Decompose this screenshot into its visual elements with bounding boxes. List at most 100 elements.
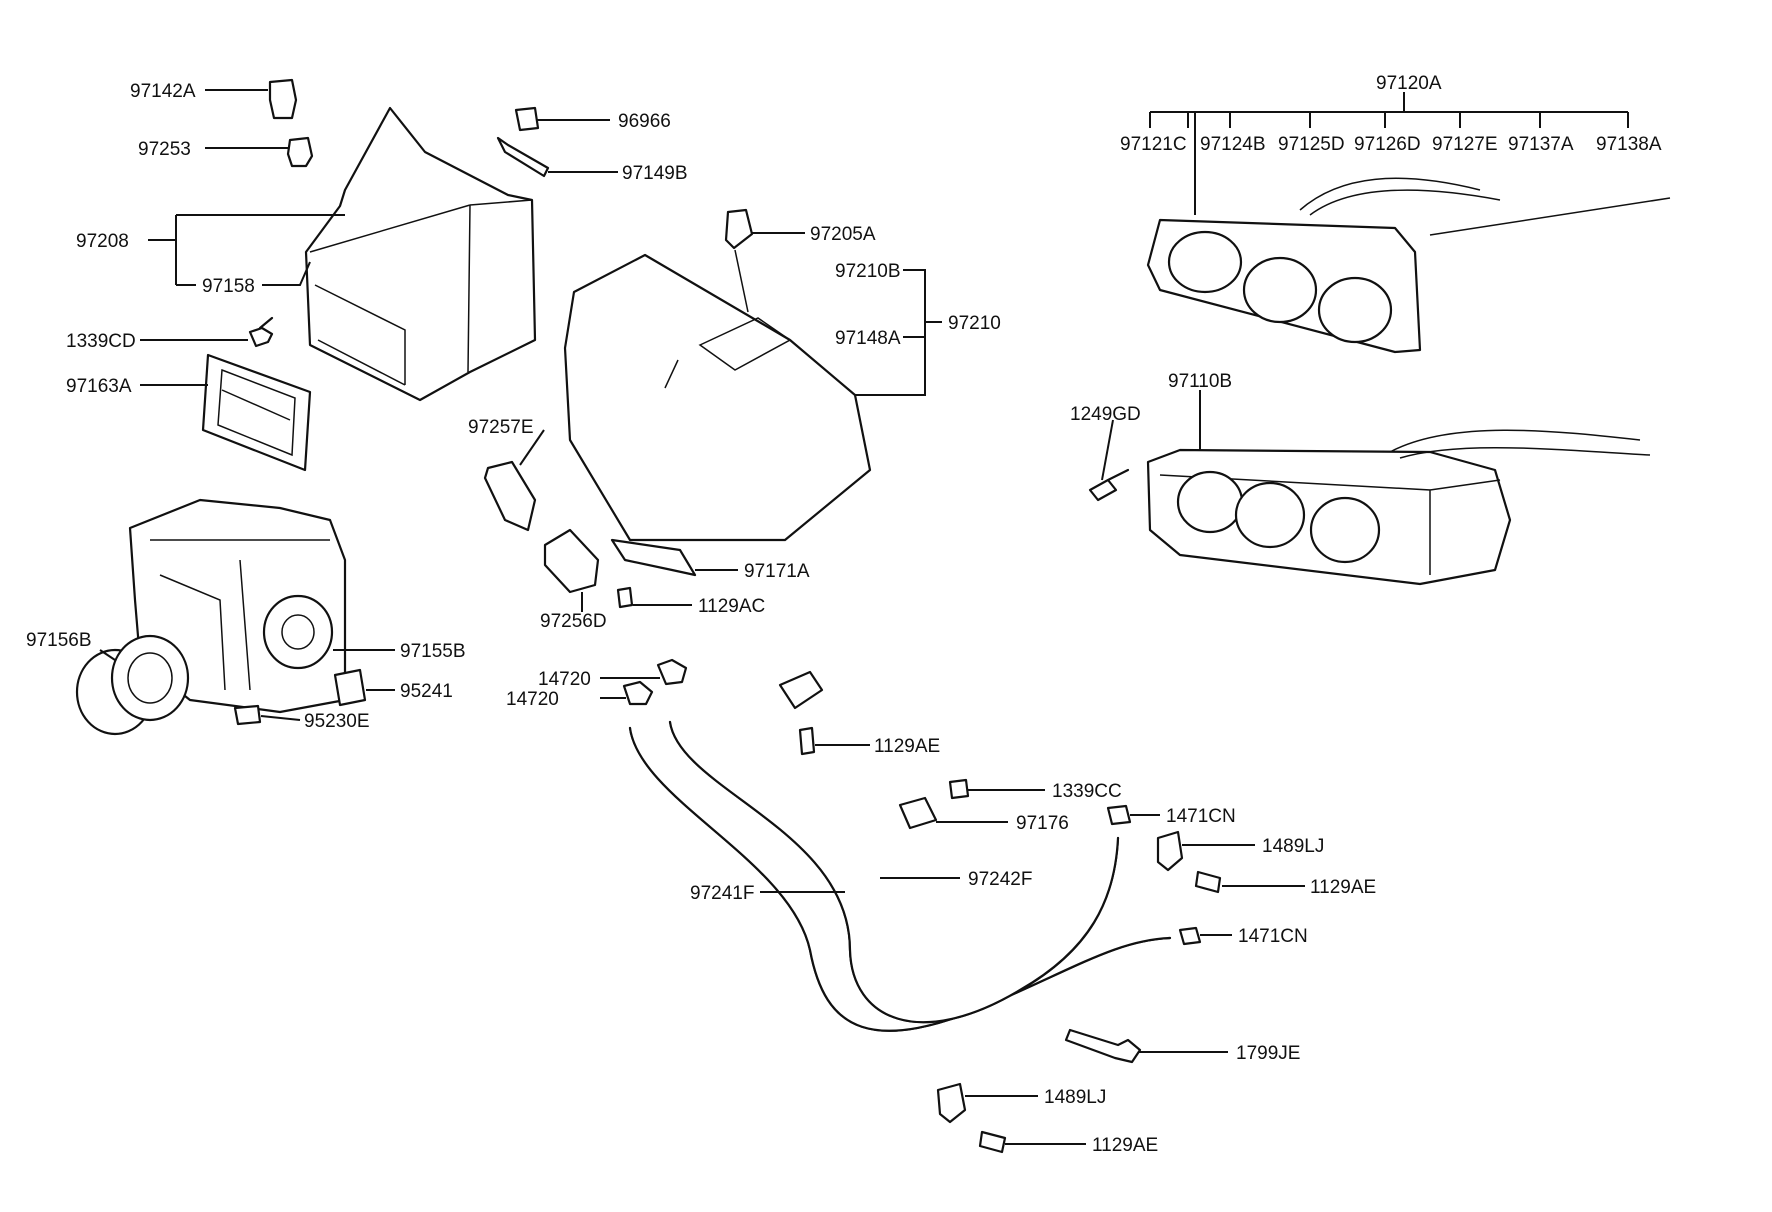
duct-details (664, 317, 792, 389)
clip-1489LJ-upper (1156, 830, 1184, 872)
label-1129AE-upper: 1129AE (874, 736, 940, 757)
control-cables (1299, 177, 1671, 236)
label-97210: 97210 (948, 313, 1001, 334)
cap-1129AE-upper (778, 670, 824, 710)
label-97155B: 97155B (400, 641, 466, 662)
label-97120A: 97120A (1376, 73, 1442, 94)
clamp-14720-lower (622, 680, 654, 706)
hose-97242F-fill (668, 720, 1120, 1024)
label-1339CD: 1339CD (66, 331, 136, 352)
screw-1129AE-mid (1194, 870, 1222, 894)
label-1799JE: 1799JE (1236, 1043, 1300, 1064)
screw-1129AE-upper (798, 726, 816, 756)
label-97158: 97158 (202, 276, 255, 297)
clip-96966 (514, 106, 540, 132)
rod-97149B (496, 136, 550, 178)
duct-group (483, 106, 872, 609)
blower-motor (262, 594, 334, 670)
label-97156B: 97156B (26, 630, 92, 651)
label-97125D: 97125D (1278, 134, 1345, 155)
label-97127E: 97127E (1432, 134, 1498, 155)
label-97208: 97208 (76, 231, 129, 252)
label-97163A: 97163A (66, 376, 132, 397)
knob-left (1167, 230, 1243, 294)
cap-97253 (286, 136, 314, 168)
connector-wire (734, 249, 749, 313)
label-97138A: 97138A (1596, 134, 1662, 155)
label-1339CC: 1339CC (1052, 781, 1122, 802)
leader-lines (99, 89, 1629, 1145)
label-95230E: 95230E (304, 711, 370, 732)
label-1489LJ-lower: 1489LJ (1044, 1087, 1106, 1108)
label-97124B: 97124B (1200, 134, 1266, 155)
controller-wiring (1389, 429, 1651, 459)
resistor-95241 (333, 668, 367, 707)
controller-button-center (1234, 481, 1306, 549)
label-97148A: 97148A (835, 328, 901, 349)
label-97257E: 97257E (468, 417, 534, 438)
label-97126D: 97126D (1354, 134, 1421, 155)
clamp-1471CN-upper (1106, 804, 1132, 826)
controller-button-left (1176, 470, 1244, 534)
label-1471CN-lower: 1471CN (1238, 926, 1308, 947)
label-97149B: 97149B (622, 163, 688, 184)
label-97176: 97176 (1016, 813, 1069, 834)
heater-case-group (75, 78, 537, 736)
label-97142A: 97142A (130, 81, 196, 102)
case-edges (309, 199, 533, 386)
label-1471CN-upper: 1471CN (1166, 806, 1236, 827)
blower-unit-details (150, 539, 330, 691)
control-group (1088, 177, 1671, 586)
clip-1489LJ-lower (936, 1082, 967, 1124)
label-97137A: 97137A (1508, 134, 1574, 155)
label-1489LJ-upper: 1489LJ (1262, 836, 1324, 857)
clamp-1471CN-lower (1178, 926, 1202, 946)
bracket-97176 (898, 796, 938, 830)
label-97205A: 97205A (810, 224, 876, 245)
label-97256D: 97256D (540, 611, 607, 632)
label-96966: 96966 (618, 111, 671, 132)
cap-97142A (268, 78, 298, 120)
clip-97171A (610, 538, 697, 577)
case-97208 (304, 106, 537, 402)
part-labels: 97142A 97253 97208 97158 1339CD 97163A 9… (26, 73, 1662, 1156)
label-14720-upper: 14720 (538, 669, 591, 690)
connector-95230E (233, 704, 262, 726)
hose-group (622, 658, 1222, 1154)
screw-1129AC (616, 586, 634, 609)
screw-1129AE-lower (978, 1130, 1007, 1154)
gasket-97163A (201, 353, 312, 472)
bracket-97257E (483, 460, 537, 532)
label-97253: 97253 (138, 139, 191, 160)
knob-center (1242, 256, 1318, 324)
knob-right (1317, 276, 1393, 344)
controller-button-right (1309, 496, 1381, 564)
label-1129AC: 1129AC (698, 596, 765, 617)
label-97242F: 97242F (968, 869, 1032, 890)
gasket-inner (217, 368, 296, 457)
blower-motor-hub (281, 614, 315, 650)
label-97210B: 97210B (835, 261, 901, 282)
actuator-97256D (543, 528, 600, 594)
label-1129AE-mid: 1129AE (1310, 877, 1376, 898)
controller-edges (1159, 474, 1501, 575)
fan-97156B-face (110, 634, 190, 722)
duct-97210 (563, 253, 872, 542)
label-97121C: 97121C (1120, 134, 1187, 155)
fan-97156B-inner (127, 652, 173, 704)
connector-97205A (724, 208, 754, 250)
label-95241: 95241 (400, 681, 453, 702)
screw-1339CD (248, 316, 274, 348)
screw-1249GD (1088, 468, 1130, 502)
clamp-14720-upper (656, 658, 688, 686)
label-1249GD: 1249GD (1070, 404, 1141, 425)
label-1129AE-lower: 1129AE (1092, 1135, 1158, 1156)
nut-1339CC (948, 778, 970, 800)
label-97171A: 97171A (744, 561, 810, 582)
fastener-1799JE (1064, 1028, 1142, 1064)
label-14720-lower: 14720 (506, 689, 559, 710)
label-97110B: 97110B (1168, 371, 1232, 392)
label-97241F: 97241F (690, 883, 754, 904)
